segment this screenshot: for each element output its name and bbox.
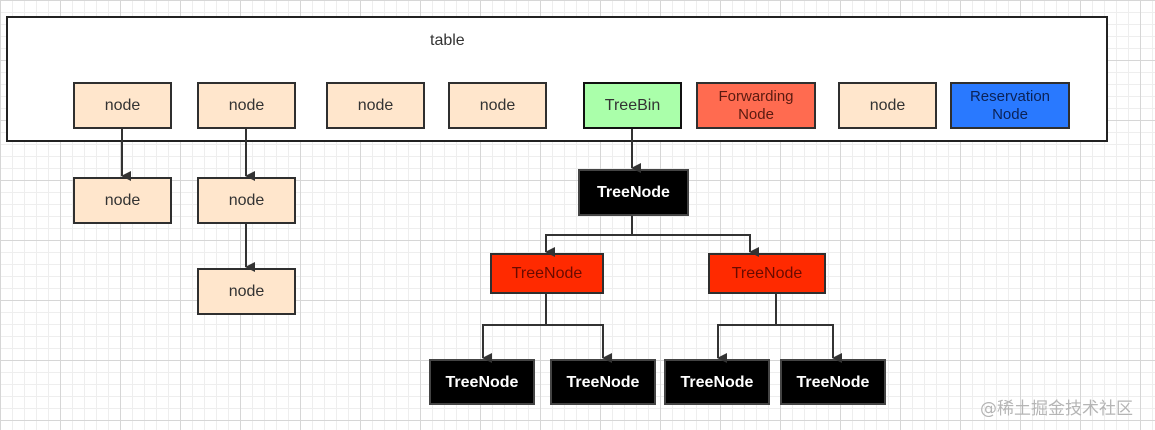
table-slot-node-2: node <box>197 82 296 129</box>
branch-left-red <box>482 294 547 363</box>
branch-root <box>545 216 633 257</box>
table-slot-node-1: node <box>73 82 172 129</box>
table-slot-node-5: node <box>838 82 937 129</box>
table-slot-forwarding-node: Forwarding Node <box>696 82 816 129</box>
table-container <box>6 16 1108 142</box>
watermark: @稀土掘金技术社区 <box>980 399 1133 419</box>
table-slot-node-3: node <box>326 82 425 129</box>
treenode-leaf-1: TreeNode <box>429 359 535 405</box>
treenode-leaf-4: TreeNode <box>780 359 886 405</box>
treenode-root: TreeNode <box>578 169 689 216</box>
branch-right-red <box>717 294 777 363</box>
branch-right-red-right <box>776 324 842 363</box>
chain-node-2-next: node <box>197 177 296 224</box>
table-label: table <box>430 32 465 49</box>
treenode-left-red: TreeNode <box>490 253 604 294</box>
table-slot-treebin: TreeBin <box>583 82 682 129</box>
table-slot-node-4: node <box>448 82 547 129</box>
branch-root-right <box>632 234 759 257</box>
treenode-right-red: TreeNode <box>708 253 826 294</box>
table-slot-reservation-node: Reservation Node <box>950 82 1070 129</box>
treenode-leaf-2: TreeNode <box>550 359 656 405</box>
branch-left-red-right <box>546 324 612 363</box>
